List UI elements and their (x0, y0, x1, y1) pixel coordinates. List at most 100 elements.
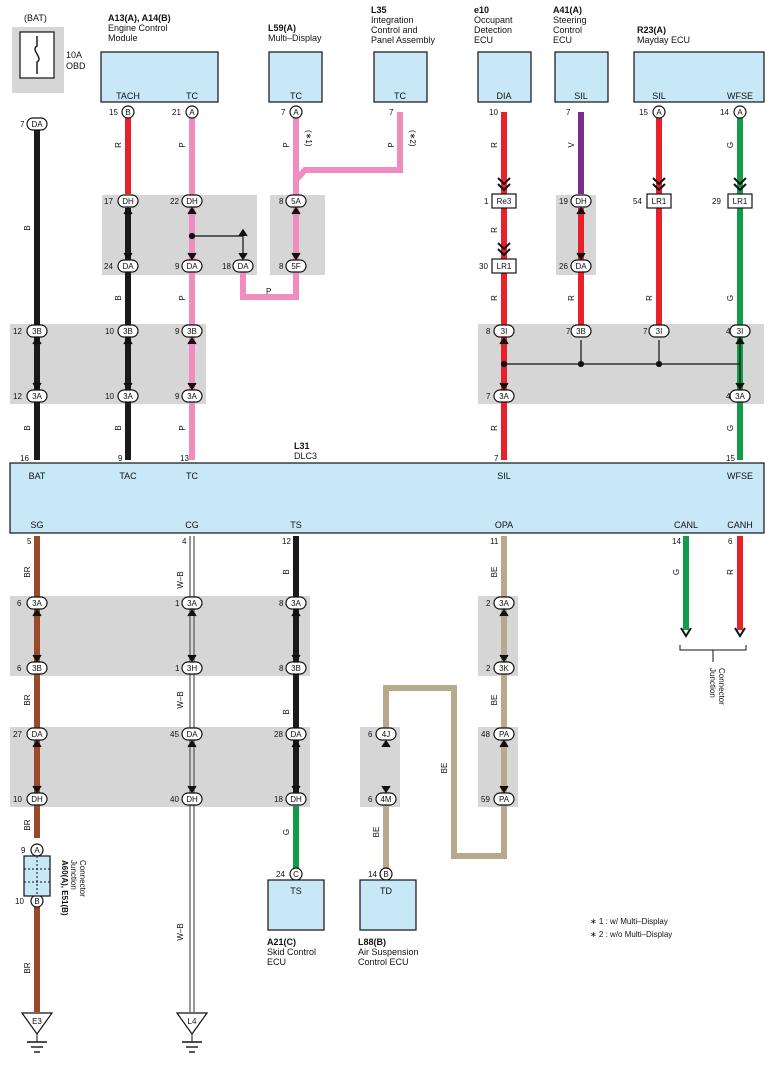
e10-pin: DIA (496, 91, 511, 101)
connector-label: DA (237, 262, 249, 271)
l35-name3: Panel Assembly (371, 35, 436, 45)
pin-number: 7 (389, 108, 394, 117)
wire-label-group: P (178, 142, 187, 147)
pin-number: 12 (13, 392, 22, 401)
wire-color-label: P (387, 142, 396, 147)
conn-lr1-c: LR1 (733, 197, 748, 206)
pin-number: 9 (21, 846, 26, 855)
pin-number: 9 (118, 454, 123, 463)
dlc3-pin-tc: TC (186, 471, 198, 481)
connector-label: 3A (499, 599, 509, 608)
arrow-head (123, 206, 133, 261)
arrow-head (291, 206, 301, 261)
dlc3-pin-cg: CG (185, 520, 199, 530)
wire-color-label: R (114, 142, 123, 148)
arrow-head (32, 608, 42, 663)
e10-name3: ECU (474, 35, 493, 45)
connector-label: DH (575, 197, 587, 206)
wire-color-label: W–B (176, 691, 185, 708)
connector-label: 5F (291, 262, 300, 271)
e10-name1: Occupant (474, 15, 513, 25)
multi-display: L59(A) Multi–Display TC (268, 23, 323, 103)
wire-label-group: BR (23, 962, 32, 973)
arrow-head (291, 608, 301, 663)
pin-number: 18 (222, 262, 231, 271)
pin-number: 7 (566, 108, 571, 117)
wire-label-group: BE (490, 695, 499, 706)
dlc3-name: DLC3 (294, 451, 317, 461)
a21-ref: A21(C) (267, 937, 296, 947)
wire-label-group: R (490, 227, 499, 233)
wire-color-label: R (567, 295, 576, 301)
ecm-pin-tach: TACH (116, 91, 140, 101)
wire-label-group: P (178, 425, 187, 430)
wire-label-group: B (282, 569, 291, 574)
wire-color-label: B (114, 295, 123, 300)
pin-number: 9 (175, 327, 180, 336)
l35-ref: L35 (371, 5, 387, 15)
pin-number: 4 (182, 537, 187, 546)
arrow-head (187, 608, 197, 663)
connector-label: 3B (576, 327, 586, 336)
connector-label: DH (290, 795, 302, 804)
wire-label-group: G (726, 425, 735, 431)
wire-label-group: G (282, 829, 291, 835)
pin-number: 19 (559, 197, 568, 206)
wire-label-group: BR (23, 819, 32, 830)
connector-label: DA (290, 730, 302, 739)
arrow-head (576, 206, 586, 261)
connector-label: DH (186, 795, 198, 804)
connector-label: A (293, 108, 299, 117)
pin-number: 18 (274, 795, 283, 804)
pin-number: 6 (368, 730, 373, 739)
wire-color-label: B (282, 709, 291, 714)
jc-right-name2: Connector (717, 668, 726, 705)
wire-label-group: B (23, 425, 32, 430)
jc-right-name1: Junction (708, 668, 717, 698)
arrow-head (187, 336, 197, 391)
pin-number: 6 (728, 537, 733, 546)
ecm-pin-tc: TC (186, 91, 198, 101)
dlc3-pin-opa: OPA (495, 520, 513, 530)
fuse-rating: 10A (66, 50, 82, 60)
connector-label: DA (575, 262, 587, 271)
dlc3-pin-wfse: WFSE (727, 471, 753, 481)
a60-name1: Junction (69, 860, 78, 890)
e10-name2: Detection (474, 25, 512, 35)
wire-color-label: G (282, 829, 291, 835)
ground-l4-label: L4 (188, 1017, 197, 1026)
r23-name: Mayday ECU (637, 35, 690, 45)
wire-label-group: V (567, 142, 576, 148)
connector-label: DA (186, 730, 198, 739)
pin-number: 14 (368, 870, 377, 879)
wire-label-group: R (490, 142, 499, 148)
arrow-head (238, 228, 248, 261)
pin-number: 8 (279, 197, 284, 206)
wire-label-group: G (726, 295, 735, 301)
connector-label: DH (122, 197, 134, 206)
pin-number: 9 (175, 392, 180, 401)
arrow-head (32, 336, 42, 391)
pin-number: 59 (481, 795, 490, 804)
ground-l4: L4 (175, 1012, 209, 1053)
connector-label: B (125, 108, 130, 117)
pin-number: 40 (170, 795, 179, 804)
wire-color-label: BE (372, 827, 381, 838)
pin-number: 15 (639, 108, 648, 117)
connector-label: 3B (32, 327, 42, 336)
connector-label: DA (186, 262, 198, 271)
ecm-name: Engine Control (108, 23, 168, 33)
connector-label: A (737, 108, 743, 117)
wire-color-label: B (23, 225, 32, 230)
wire-color-label: P (282, 142, 291, 147)
wire-label-group: R (726, 569, 735, 575)
mayday-ecu: R23(A) Mayday ECU SIL WFSE (633, 25, 765, 103)
connector-bubble (652, 105, 666, 119)
wire-color-label: P (178, 142, 187, 147)
dlc3-pin-sil: SIL (497, 471, 511, 481)
wire-color-label: P (178, 425, 187, 430)
arrow-head (381, 739, 391, 794)
pin-number: 6 (368, 795, 373, 804)
pin-number: 7 (494, 454, 499, 463)
